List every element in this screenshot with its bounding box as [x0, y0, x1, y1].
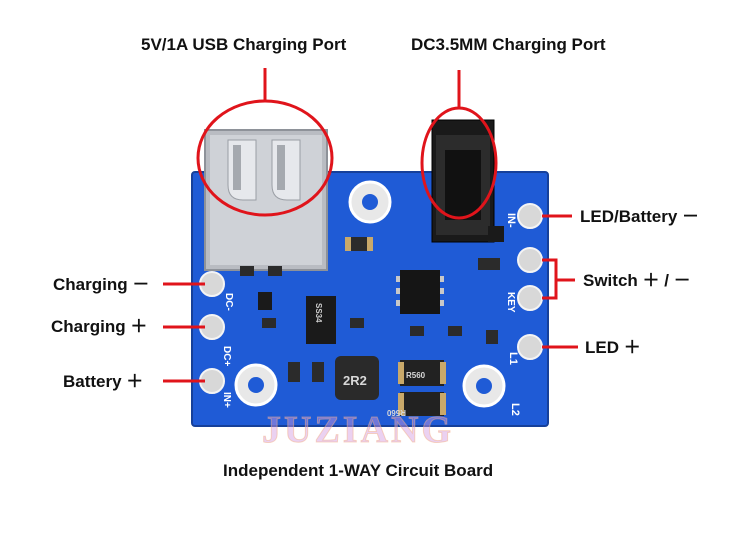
silk-dc-plus: DC+	[221, 346, 232, 366]
silk-l2: L2	[509, 403, 521, 416]
mounting-holes	[234, 180, 506, 408]
silk-resistor-2: R560	[386, 408, 406, 417]
usb-port-label: 5V/1A USB Charging Port	[141, 35, 347, 54]
silk-key: KEY	[505, 292, 516, 313]
led-pos-label: LED ＋	[585, 338, 641, 357]
silk-dc-minus: DC-	[223, 293, 234, 311]
led-battery-neg-label: LED/Battery －	[580, 207, 700, 226]
watermark-text: JUZIANG	[262, 409, 454, 451]
silk-inductor: 2R2	[343, 373, 367, 388]
dc-jack	[431, 119, 495, 243]
right-pads	[517, 203, 543, 360]
charging-neg-label: Charging －	[53, 275, 150, 294]
components	[240, 226, 504, 416]
silk-l1: L1	[507, 352, 519, 365]
charging-pos-label: Charging ＋	[51, 317, 148, 336]
battery-pos-label: Battery ＋	[63, 372, 144, 391]
usb-connector	[204, 129, 328, 271]
board-caption: Independent 1-WAY Circuit Board	[223, 461, 494, 480]
leader-lines	[163, 68, 578, 383]
silk-resistor-1: R560	[406, 371, 426, 380]
silk-in-minus: IN-	[505, 213, 517, 228]
silk-in-plus: IN+	[221, 392, 232, 408]
switch-label: Switch ＋ / －	[583, 271, 691, 290]
silk-chip: SS34	[314, 303, 323, 323]
left-pads	[199, 271, 225, 394]
dc-port-label: DC3.5MM Charging Port	[411, 35, 606, 54]
